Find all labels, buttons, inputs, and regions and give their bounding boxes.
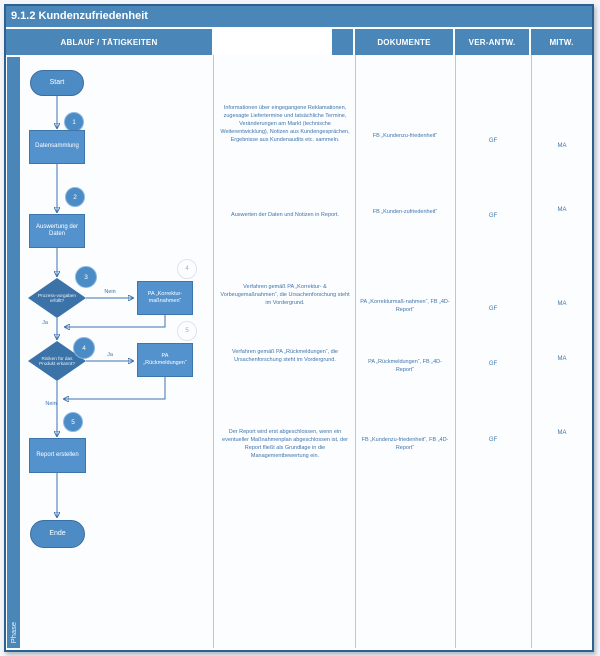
column-divider bbox=[455, 55, 456, 648]
ref-box-rueckmeldungen: PA „Rückmeldungen“ bbox=[137, 343, 193, 377]
branch-label-ja-1: Ja bbox=[42, 320, 48, 326]
terminator-ende: Ende bbox=[30, 520, 85, 548]
column-header-mitw: MITW. bbox=[531, 29, 592, 55]
step-number-2: 2 bbox=[65, 187, 85, 207]
document-cell-row-5: FB „Kundenzu-friedenheit“, FB „4D-Report… bbox=[361, 437, 449, 451]
contributor-cell-row-2: MA bbox=[557, 207, 567, 213]
process-box-report: Report erstellen bbox=[29, 438, 86, 473]
process-box-datensammlung: Datensammlung bbox=[29, 130, 85, 164]
phase-strip: Phase bbox=[7, 57, 20, 648]
branch-label-ja-2: Ja bbox=[107, 352, 113, 358]
responsible-cell-row-4: GF bbox=[488, 361, 498, 367]
document-cell-row-2: FB „Kunden-zufriedenheit“ bbox=[372, 209, 438, 215]
info-text-row-2: Auswerten der Daten und Notizen in Repor… bbox=[231, 212, 339, 218]
branch-label-nein-2: Nein bbox=[45, 401, 57, 407]
step-number-1: 1 bbox=[64, 112, 84, 132]
contributor-cell-row-4: MA bbox=[557, 356, 567, 362]
column-header-ablauf: ABLAUF / TÄTIGKEITEN bbox=[6, 29, 212, 55]
process-sheet: 9.1.2 Kundenzufriedenheit ABLAUF / TÄTIG… bbox=[4, 4, 594, 652]
responsible-cell-row-5: GF bbox=[488, 437, 498, 443]
column-divider bbox=[213, 55, 214, 648]
info-text-row-5: Der Report wird erst abgeschlossen, wenn… bbox=[222, 429, 348, 459]
info-text-row-1: Informationen über eingegangene Reklamat… bbox=[220, 105, 350, 143]
document-cell-row-1: FB „Kundenzu-friedenheit“ bbox=[372, 133, 438, 139]
phase-label: Phase bbox=[9, 621, 18, 643]
responsible-cell-row-3: GF bbox=[488, 306, 498, 312]
column-header-filler bbox=[332, 29, 353, 55]
document-cell-row-3: PA „Korrekturmaß-nahmen“, FB „4D-Report“ bbox=[360, 299, 450, 313]
connector-ref2-return bbox=[64, 377, 166, 399]
column-header-blank bbox=[214, 29, 330, 55]
branch-label-nein-1: Nein bbox=[104, 289, 116, 295]
column-header-dokumente: DOKUMENTE bbox=[355, 29, 453, 55]
responsible-cell-row-1: GF bbox=[488, 138, 498, 144]
flow-connectors bbox=[6, 96, 166, 650]
step-number-5: 5 bbox=[63, 412, 83, 432]
terminator-start: Start bbox=[30, 70, 84, 96]
step-number-4: 4 bbox=[73, 337, 95, 359]
step-number-3: 3 bbox=[75, 266, 97, 288]
info-text-row-4: Verfahren gemäß PA „Rückmeldungen“, die … bbox=[232, 349, 338, 363]
contributor-cell-row-1: MA bbox=[557, 143, 567, 149]
document-cell-row-4: PA „Rückmeldungen“, FB „4D-Report“ bbox=[368, 359, 442, 373]
connector-ref1-return bbox=[65, 315, 166, 327]
process-box-auswertung: Auswertung der Daten bbox=[29, 214, 85, 248]
goto-number-5: 5 bbox=[177, 321, 197, 341]
column-divider bbox=[355, 55, 356, 648]
ref-box-korrekturmassnahmen: PA „Korrektur-maßnahmen“ bbox=[137, 281, 193, 315]
column-header-verantw: VER-ANTW. bbox=[455, 29, 529, 55]
page-title: 9.1.2 Kundenzufriedenheit bbox=[6, 6, 592, 27]
contributor-cell-row-5: MA bbox=[557, 430, 567, 436]
info-text-row-3: Verfahren gemäß PA „Korrektur- & Vorbeug… bbox=[220, 284, 350, 306]
goto-number-4: 4 bbox=[177, 259, 197, 279]
column-divider bbox=[531, 55, 532, 648]
contributor-cell-row-3: MA bbox=[557, 301, 567, 307]
responsible-cell-row-2: GF bbox=[488, 213, 498, 219]
